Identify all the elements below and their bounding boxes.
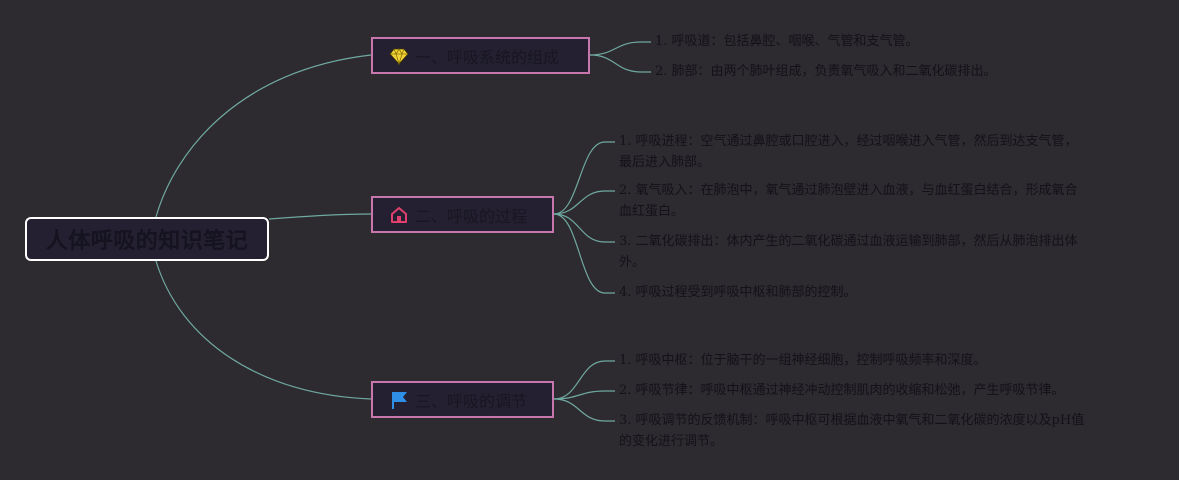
leaf-topic[interactable]: 3. 二氧化碳排出：体内产生的二氧化碳通过血液运输到肺部，然后从肺泡排出体外。 xyxy=(619,231,1078,273)
branch-link xyxy=(589,54,651,73)
branch-topic-composition[interactable]: 一、呼吸系统的组成 xyxy=(371,37,590,74)
branch-link xyxy=(553,360,615,400)
leaf-topic[interactable]: 4. 呼吸过程受到呼吸中枢和肺部的控制。 xyxy=(619,282,857,303)
branch-title: 三、呼吸的调节 xyxy=(415,391,528,411)
branch-link xyxy=(553,213,615,243)
leaf-text-line: 2. 呼吸节律：呼吸中枢通过神经冲动控制肌肉的收缩和松弛，产生呼吸节律。 xyxy=(619,383,1065,398)
branch-link xyxy=(589,41,651,56)
leaf-text-line: 2. 氧气吸入：在肺泡中，氧气通过肺泡壁进入血液，与血红蛋白结合，形成氧合 xyxy=(619,183,1078,198)
root-topic[interactable]: 人体呼吸的知识笔记 xyxy=(25,217,269,261)
root-link-1 xyxy=(155,54,372,218)
leaf-text-line: 3. 二氧化碳排出：体内产生的二氧化碳通过血液运输到肺部，然后从肺泡排出体 xyxy=(619,234,1078,249)
leaf-topic[interactable]: 2. 氧气吸入：在肺泡中，氧气通过肺泡壁进入血液，与血红蛋白结合，形成氧合血红蛋… xyxy=(619,180,1078,222)
root-title: 人体呼吸的知识笔记 xyxy=(45,229,249,254)
branch-title: 二、呼吸的过程 xyxy=(415,206,528,226)
branch-link xyxy=(553,398,615,422)
leaf-topic[interactable]: 1. 呼吸道：包括鼻腔、咽喉、气管和支气管。 xyxy=(655,31,919,52)
leaf-text-line: 1. 呼吸道：包括鼻腔、咽喉、气管和支气管。 xyxy=(655,34,919,49)
leaf-text-line: 最后进入肺部。 xyxy=(619,155,711,170)
leaf-topic[interactable]: 1. 呼吸进程：空气通过鼻腔或口腔进入，经过咽喉进入气管，然后到达支气管， 最后进… xyxy=(619,131,1078,173)
flag-icon xyxy=(389,390,409,410)
leaf-text-line: 外。 xyxy=(619,255,646,270)
branch-topic-regulation[interactable]: 三、呼吸的调节 xyxy=(371,381,554,418)
leaf-text-line: 1. 呼吸中枢：位于脑干的一组神经细胞，控制呼吸频率和深度。 xyxy=(619,353,987,368)
branch-link xyxy=(553,390,615,400)
root-link-3 xyxy=(155,260,372,400)
branch-link xyxy=(553,213,615,294)
branch-title: 一、呼吸系统的组成 xyxy=(415,47,560,67)
leaf-topic[interactable]: 2. 呼吸节律：呼吸中枢通过神经冲动控制肌肉的收缩和松弛，产生呼吸节律。 xyxy=(619,380,1065,401)
branch-link xyxy=(553,190,615,215)
leaf-text-line: 血红蛋白。 xyxy=(619,204,685,219)
diamond-icon xyxy=(389,46,409,66)
leaf-topic[interactable]: 2. 肺部：由两个肺叶组成，负责氧气吸入和二氧化碳排出。 xyxy=(655,61,997,82)
branch-topic-process[interactable]: 二、呼吸的过程 xyxy=(371,196,554,233)
root-link-2 xyxy=(268,213,372,220)
leaf-topic[interactable]: 3. 呼吸调节的反馈机制：呼吸中枢可根据血液中氧气和二氧化碳的浓度以及pH值的变… xyxy=(619,410,1084,452)
leaf-text-line: 1. 呼吸进程：空气通过鼻腔或口腔进入，经过咽喉进入气管，然后到达支气管， xyxy=(619,134,1078,149)
leaf-text-line: 3. 呼吸调节的反馈机制：呼吸中枢可根据血液中氧气和二氧化碳的浓度以及pH值 xyxy=(619,413,1085,428)
house-icon xyxy=(389,205,409,225)
leaf-topic[interactable]: 1. 呼吸中枢：位于脑干的一组神经细胞，控制呼吸频率和深度。 xyxy=(619,350,987,371)
leaf-text-line: 的变化进行调节。 xyxy=(619,434,724,449)
leaf-text-line: 4. 呼吸过程受到呼吸中枢和肺部的控制。 xyxy=(619,285,857,300)
branch-link xyxy=(553,141,615,215)
leaf-text-line: 2. 肺部：由两个肺叶组成，负责氧气吸入和二氧化碳排出。 xyxy=(655,64,997,79)
